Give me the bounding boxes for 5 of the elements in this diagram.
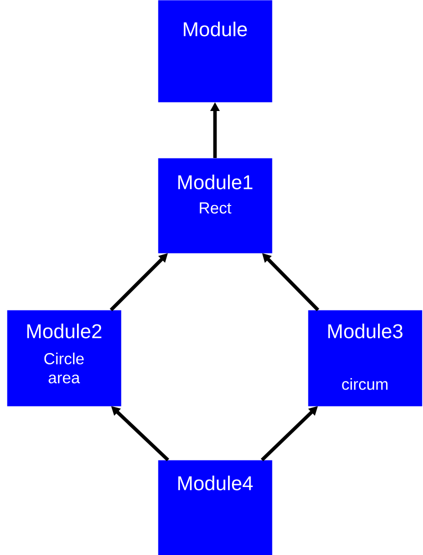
module-box: Module2 Circle area bbox=[7, 310, 122, 406]
module-box: Module4 bbox=[158, 460, 272, 555]
module-box: Module bbox=[158, 0, 272, 102]
module-box: Module3 circum bbox=[308, 310, 422, 406]
module-box: Module1 Rect bbox=[158, 158, 272, 254]
